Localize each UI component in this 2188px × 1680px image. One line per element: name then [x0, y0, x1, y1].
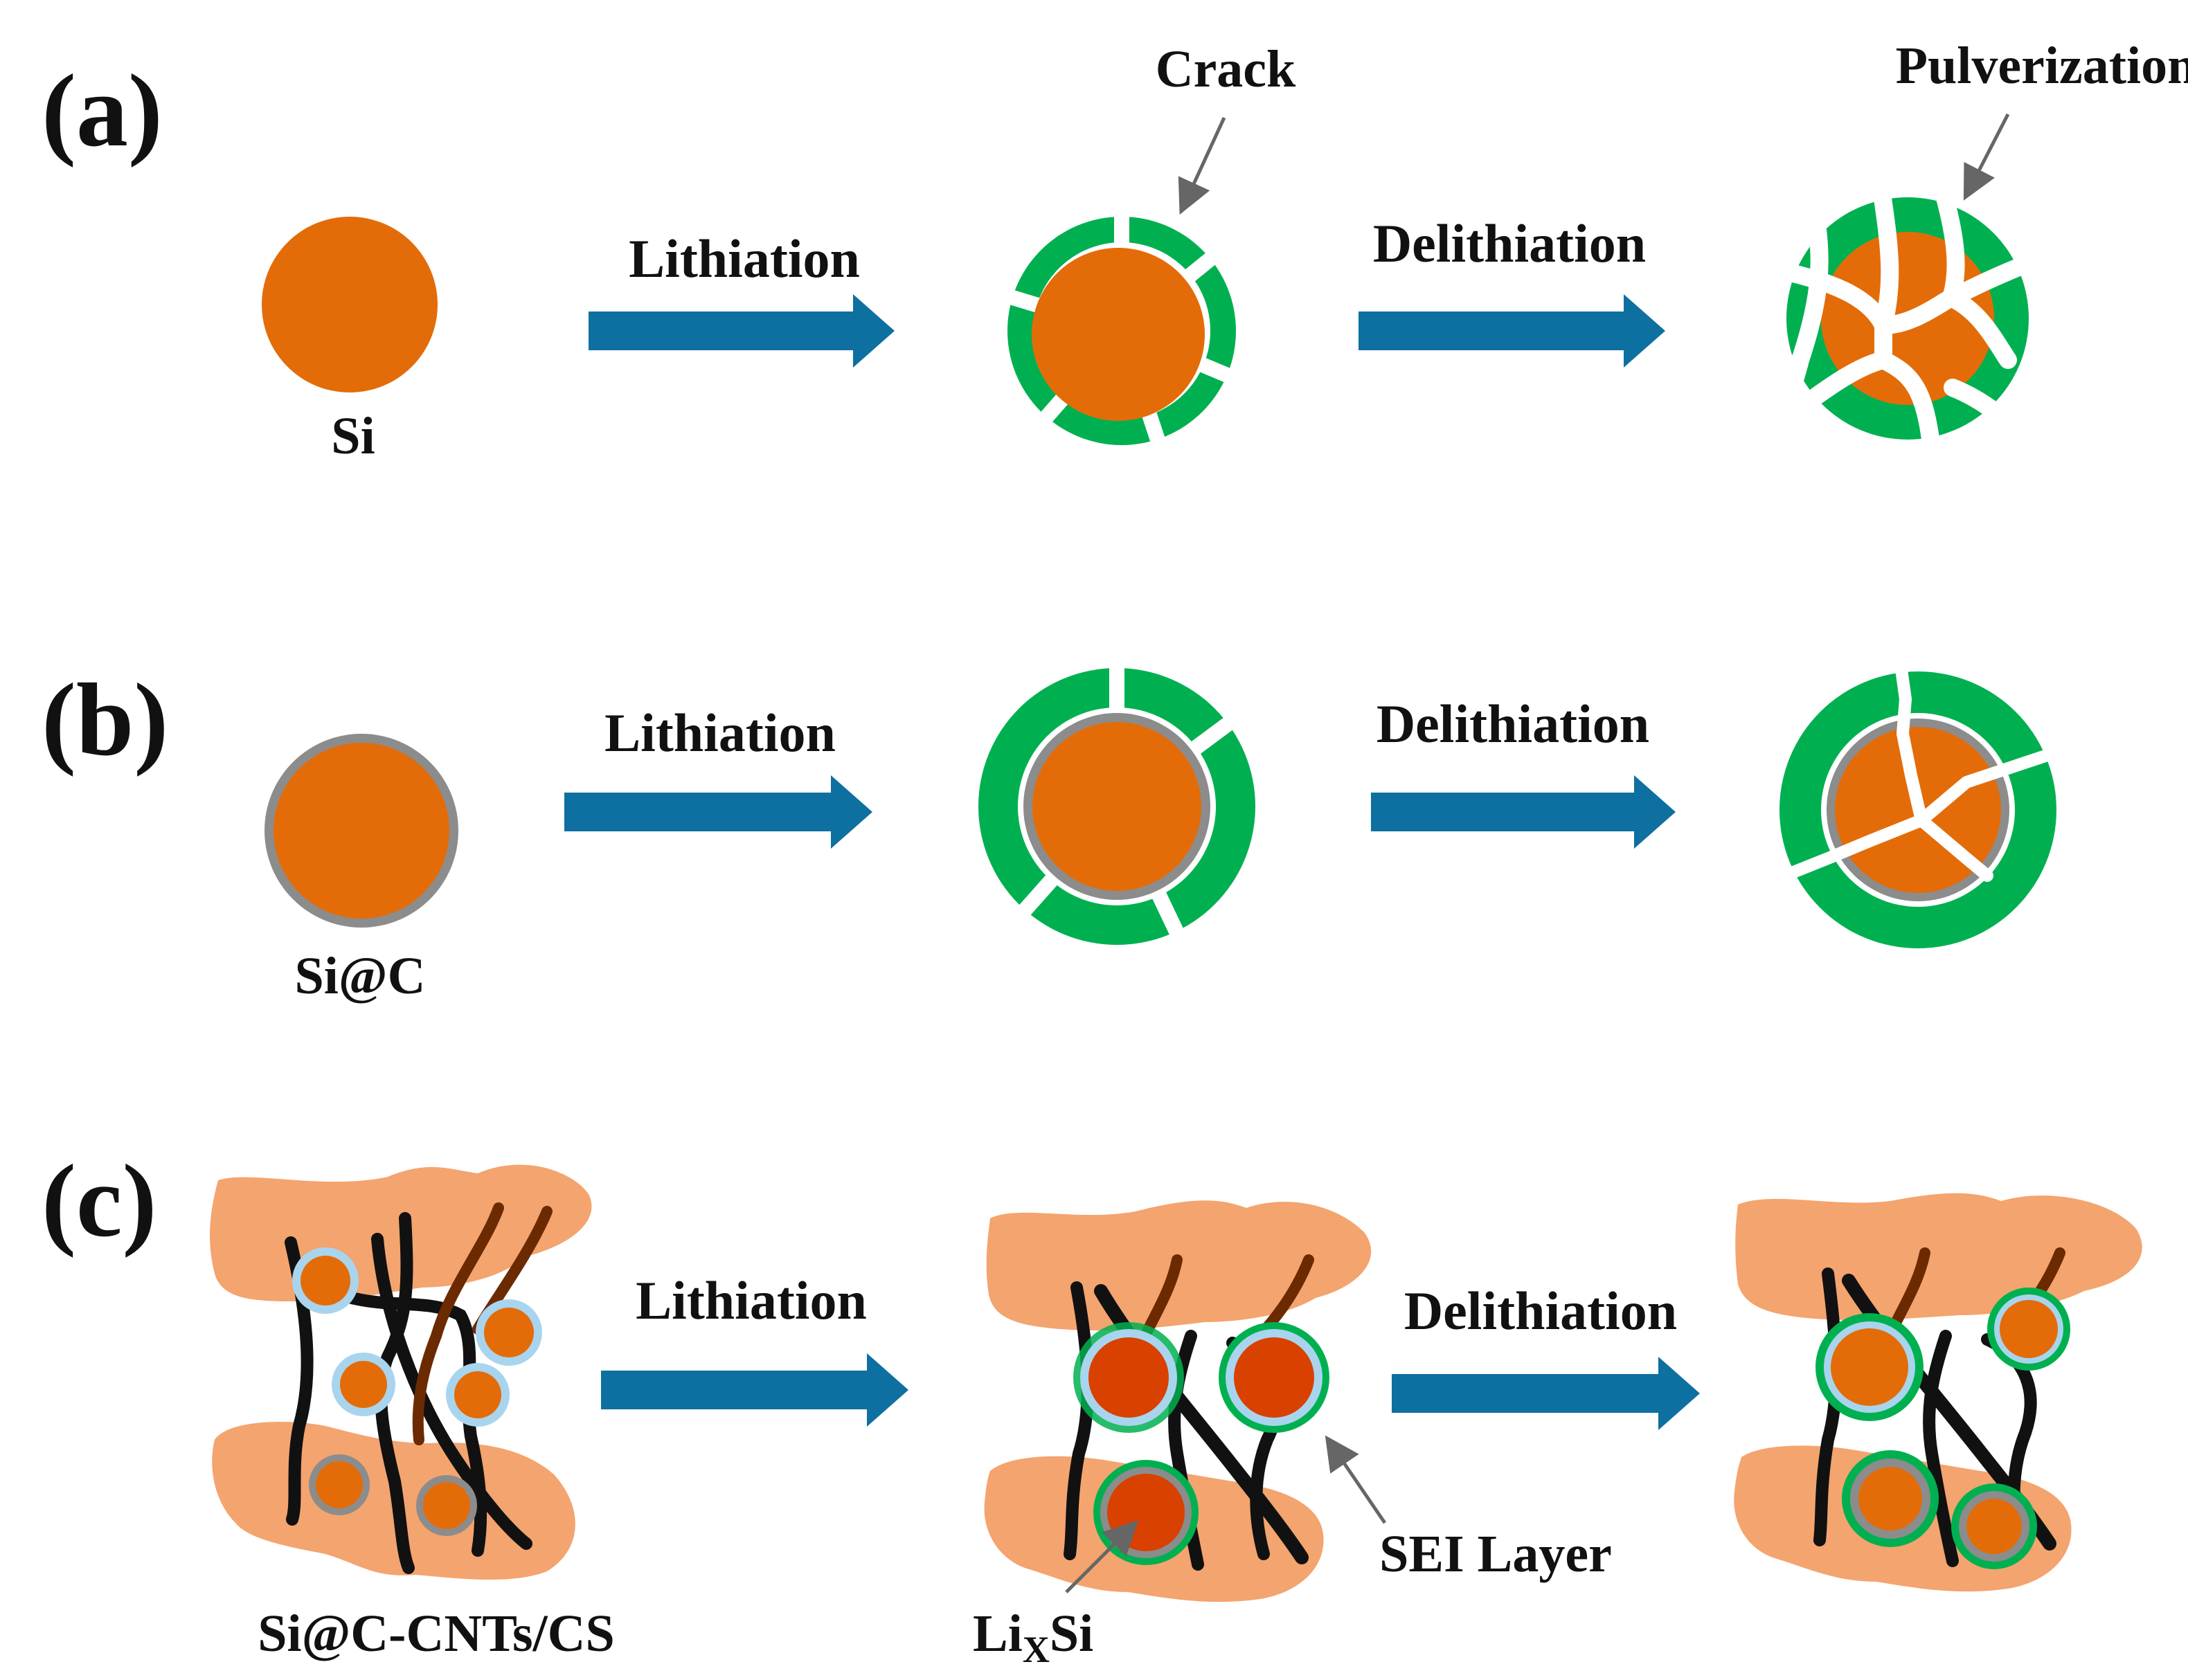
panel-b-lithiation-arrow — [564, 775, 872, 849]
panel-a-delithiation-label: Delithiation — [1373, 213, 1646, 273]
lithiated-si-c-with-sei — [978, 651, 1275, 966]
panel-b-delithiation-arrow — [1371, 775, 1676, 849]
sei-layer-pointer — [1325, 1435, 1387, 1524]
si-c-cnts-cs-caption: Si@C-CNTs/CS — [258, 1605, 615, 1663]
panel-b-lithiation-label: Lithiation — [604, 703, 836, 763]
lixsi-pointer — [1065, 1519, 1139, 1593]
delithiated-silicon-particles — [1815, 1288, 2070, 1569]
panel-a: (a) Si Lithiation Crack Delithiation — [42, 37, 2188, 480]
panel-c-delithiation-label: Delithiation — [1404, 1281, 1677, 1341]
panel-a-label: (a) — [42, 53, 163, 168]
panel-c-delithiation-arrow — [1392, 1357, 1700, 1430]
panel-c-label: (c) — [42, 1144, 156, 1258]
panel-b-delithiation-label: Delithiation — [1377, 694, 1649, 754]
si-c-cnts-cs-delithiated — [1734, 1193, 2142, 1592]
sei-layer-label: SEI Layer — [1379, 1525, 1612, 1583]
lithiated-si-with-cracked-sei — [987, 194, 1260, 480]
pulverization-label: Pulverization — [1896, 37, 2188, 95]
carbon-coated-si-particle — [264, 734, 458, 928]
lixsi-subscript: X — [1023, 1629, 1050, 1670]
bare-silicon-particle — [262, 217, 438, 392]
si-c-cnts-cs-lithiated — [984, 1200, 1372, 1602]
si-c-cnts-cs-pristine — [210, 1164, 592, 1580]
cracked-si-c-particle — [1770, 658, 2066, 948]
panel-c-lithiation-label: Lithiation — [636, 1270, 867, 1330]
si-caption: Si — [331, 407, 375, 465]
crack-pointer — [1178, 116, 1226, 215]
lithiated-silicon-particles — [1073, 1322, 1329, 1565]
panel-a-lithiation-label: Lithiation — [629, 228, 860, 289]
panel-b-label: (b) — [42, 662, 168, 777]
silicon-nanoparticles — [292, 1247, 542, 1536]
carbon-sheet-top — [1735, 1193, 2142, 1321]
panel-c: (c) Si@C-CNTs/CS Lithiati — [42, 1144, 2142, 1670]
panel-a-lithiation-arrow — [589, 294, 895, 368]
pulverized-si-particle — [1760, 185, 2038, 459]
pulverization-pointer — [1963, 113, 2010, 201]
si-c-caption: Si@C — [295, 947, 426, 1005]
lixsi-main: Li — [973, 1605, 1023, 1663]
panel-b: (b) Si@C Lithiation Delithiation — [42, 651, 2066, 1005]
panel-c-lithiation-arrow — [601, 1353, 908, 1427]
lixsi-label: LiXSi — [973, 1605, 1093, 1670]
crack-label: Crack — [1156, 40, 1296, 98]
panel-a-delithiation-arrow — [1358, 294, 1665, 368]
lixsi-tail: Si — [1050, 1605, 1093, 1663]
